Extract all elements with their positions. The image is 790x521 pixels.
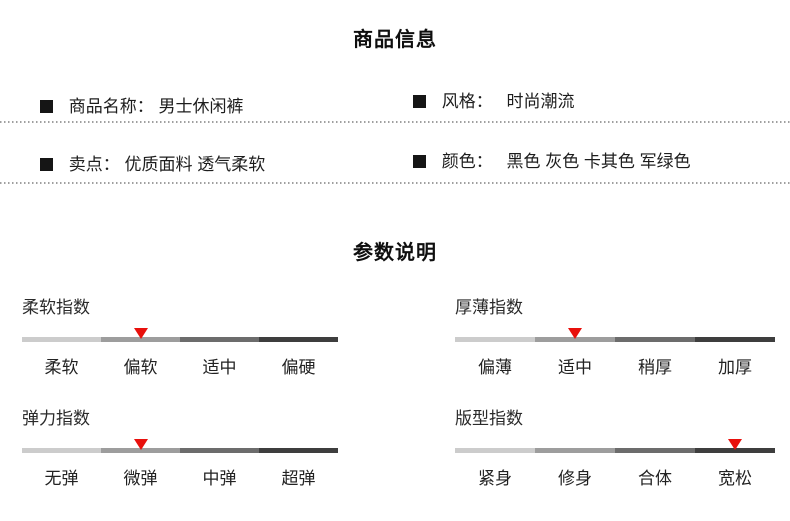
info-item-selling-point: 卖点： 优质面料 透气柔软 (40, 150, 265, 175)
scale-bar (455, 439, 775, 453)
scale-segment (535, 448, 615, 453)
scale-level-label: 微弹 (123, 469, 158, 488)
scale-widget-elasticity: 弹力指数 无弹 微弹 中弹 超弹 (22, 410, 338, 489)
dotted-divider (0, 182, 790, 184)
info-value: 时尚潮流 (506, 92, 575, 111)
scale-level-label: 稍厚 (638, 358, 672, 377)
scale-segment (259, 448, 338, 453)
scale-segment (615, 337, 695, 342)
info-item-color: 颜色： 黑色 灰色 卡其色 军绿色 (413, 147, 691, 172)
scale-title: 柔软指数 (22, 298, 90, 317)
triangle-marker-icon (728, 439, 742, 450)
scale-level-label: 中弹 (202, 469, 237, 488)
scale-level-label: 适中 (558, 358, 592, 377)
scale-title: 弹力指数 (22, 409, 90, 428)
info-label: 卖点： (68, 155, 120, 174)
scale-widget-thickness: 厚薄指数 偏薄 适中 稍厚 加厚 (455, 299, 775, 378)
scale-segment (180, 337, 259, 342)
info-value: 优质面料 透气柔软 (124, 155, 266, 174)
info-label: 颜色： (441, 152, 493, 171)
scale-segment (22, 337, 101, 342)
info-value: 黑色 灰色 卡其色 军绿色 (506, 152, 691, 171)
bullet-square-icon (40, 158, 53, 171)
info-label: 商品名称： (68, 97, 154, 116)
scale-bar (22, 439, 338, 453)
scale-level-label: 加厚 (718, 358, 752, 377)
dotted-divider (0, 121, 790, 123)
scale-levels: 偏薄 适中 稍厚 加厚 (455, 353, 775, 378)
scale-level-label: 偏薄 (478, 358, 512, 377)
page-title: 商品信息 (353, 29, 437, 51)
scale-title: 厚薄指数 (455, 298, 523, 317)
scale-level-label: 偏软 (123, 358, 158, 377)
scale-level-label: 宽松 (718, 469, 752, 488)
info-item-style: 风格： 时尚潮流 (413, 87, 574, 112)
scale-widget-softness: 柔软指数 柔软 偏软 适中 偏硬 (22, 299, 338, 378)
bullet-square-icon (413, 155, 426, 168)
triangle-marker-icon (133, 439, 148, 450)
scale-level-label: 修身 (558, 469, 592, 488)
scale-segment (535, 337, 615, 342)
triangle-marker-icon (568, 328, 582, 339)
scale-segment (455, 337, 535, 342)
scale-widget-fit: 版型指数 紧身 修身 合体 宽松 (455, 410, 775, 489)
scale-segment (101, 448, 180, 453)
info-label: 风格： (441, 92, 493, 111)
scale-segment (615, 448, 695, 453)
scale-levels: 柔软 偏软 适中 偏硬 (22, 353, 338, 378)
scale-segment (180, 448, 259, 453)
scale-level-label: 合体 (638, 469, 672, 488)
scale-title: 版型指数 (455, 409, 523, 428)
scale-segment (455, 448, 535, 453)
info-item-product-name: 商品名称： 男士休闲裤 (40, 92, 243, 117)
bullet-square-icon (40, 100, 53, 113)
scale-bar (22, 328, 338, 342)
scale-level-label: 紧身 (478, 469, 512, 488)
bullet-square-icon (413, 95, 426, 108)
scale-level-label: 柔软 (44, 358, 79, 377)
scale-level-label: 适中 (202, 358, 237, 377)
section-title-params: 参数说明 (353, 242, 437, 264)
scale-segment (22, 448, 101, 453)
info-value: 男士休闲裤 (158, 97, 244, 116)
triangle-marker-icon (133, 328, 148, 339)
scale-bar (455, 328, 775, 342)
scale-levels: 紧身 修身 合体 宽松 (455, 464, 775, 489)
scale-levels: 无弹 微弹 中弹 超弹 (22, 464, 338, 489)
scale-segment (695, 448, 775, 453)
scale-level-label: 超弹 (281, 469, 316, 488)
scale-segment (259, 337, 338, 342)
scale-level-label: 偏硬 (281, 358, 316, 377)
scale-segment (101, 337, 180, 342)
scale-level-label: 无弹 (44, 469, 79, 488)
scale-segment (695, 337, 775, 342)
